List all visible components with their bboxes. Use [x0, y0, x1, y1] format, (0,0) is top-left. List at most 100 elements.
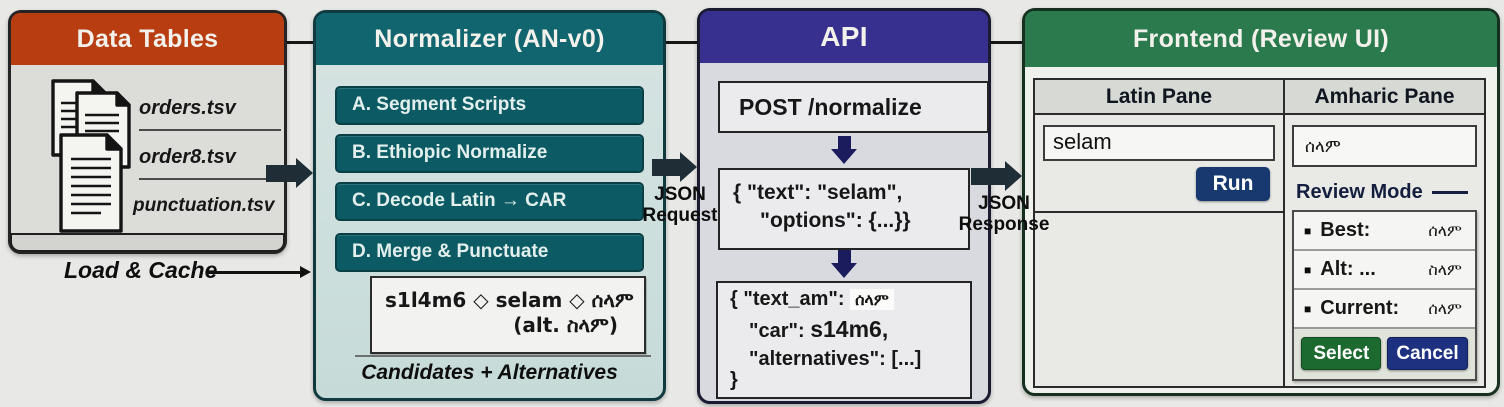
amharic-pane: ሰላም Review Mode ■ Best: ሰላም ■ Alt: ... ስ… [1283, 115, 1484, 386]
file-name: order8.tsv [139, 146, 236, 168]
json-response-label: JSON Response [956, 193, 1052, 236]
arrow-shaft [652, 158, 680, 176]
arrow-head [300, 266, 311, 278]
review-mode-row: Review Mode [1292, 181, 1477, 204]
arrow-head [680, 152, 697, 182]
normalizer-title: Normalizer (AN-v0) [374, 24, 605, 53]
file-name: orders.tsv [139, 97, 236, 119]
review-current-value: ሰላም [1428, 298, 1462, 318]
arrow-head [296, 158, 313, 188]
response-line2-key: "car": [749, 320, 805, 342]
candidates-caption: Candidates + Alternatives [361, 361, 618, 384]
api-response-box: { "text_am": ሰላም "car": s14m6, "alternat… [716, 281, 972, 399]
request-line1: { "text": "selam", [733, 181, 903, 204]
review-row-best[interactable]: ■ Best: ሰላም [1294, 212, 1475, 251]
documents-stack-icon [51, 79, 131, 233]
review-alt-value: ስላም [1428, 259, 1462, 279]
flow-arrow-tables-to-normalizer [266, 158, 313, 188]
arrow-head [831, 149, 857, 164]
header-connector-line [984, 41, 1024, 44]
api-request-box: { "text": "selam", "options": {...}} [718, 168, 970, 250]
amharic-output-field: ሰላም [1292, 125, 1477, 167]
review-current-label: Current: [1320, 297, 1400, 319]
response-line1-value: ሰላም [850, 289, 894, 310]
review-ui-window: Latin Pane Amharic Pane Run ሰላም Review M… [1033, 78, 1486, 388]
step-decode-latin-car: C. Decode Latin → CAR [335, 182, 644, 221]
latin-pane: Run [1035, 115, 1283, 386]
review-best-value: ሰላም [1428, 220, 1462, 240]
header-connector-line [659, 41, 699, 44]
normalizer-steps: A. Segment Scripts B. Ethiopic Normalize… [335, 86, 644, 281]
load-cache-arrow [206, 266, 311, 278]
load-cache-label: Load & Cache [64, 257, 218, 283]
json-request-line1: JSON [654, 184, 706, 205]
cancel-button[interactable]: Cancel [1387, 337, 1468, 370]
response-line2: "car": s14m6, [718, 316, 970, 343]
latin-pane-title: Latin Pane [1105, 84, 1213, 108]
json-response-line1: JSON [978, 193, 1030, 214]
file-name: punctuation.tsv [133, 195, 275, 216]
review-row-alt[interactable]: ■ Alt: ... ስላም [1294, 251, 1475, 290]
amharic-pane-title: Amharic Pane [1314, 84, 1455, 108]
api-panel: API POST /normalize { "text": "selam", "… [697, 8, 991, 404]
json-request-line2: Request [642, 205, 718, 227]
amharic-pane-header: Amharic Pane [1283, 80, 1484, 115]
step-merge-punctuate: D. Merge & Punctuate [335, 233, 644, 272]
review-best-label: Best: [1320, 219, 1371, 241]
arrow-head [831, 263, 857, 278]
candidates-separator [355, 355, 651, 357]
response-line1-key: { "text_am": [730, 288, 845, 310]
arrow-head [1005, 161, 1022, 191]
flow-arrow-api-to-frontend [971, 161, 1022, 191]
latin-input[interactable] [1043, 125, 1275, 161]
select-button[interactable]: Select [1301, 337, 1382, 370]
arrow-shaft [971, 167, 1005, 185]
review-options-box: ■ Best: ሰላም ■ Alt: ... ስላም ■ Current: ሰላ… [1292, 210, 1477, 381]
latin-input-section: Run [1035, 115, 1283, 213]
api-header: API [700, 11, 988, 63]
data-tables-header: Data Tables [11, 13, 284, 65]
data-tables-title: Data Tables [76, 24, 219, 53]
down-arrow [831, 250, 857, 278]
run-button-row: Run [1043, 167, 1270, 201]
frontend-header: Frontend (Review UI) [1025, 11, 1497, 67]
candidates-line2: (alt. ስላም) [513, 313, 618, 337]
arrow-shaft [266, 164, 296, 182]
review-actions: Select Cancel [1294, 327, 1475, 379]
api-endpoint-text: POST /normalize [739, 93, 922, 120]
header-connector-line [279, 41, 315, 44]
review-row-current[interactable]: ■ Current: ሰላም [1294, 290, 1475, 327]
api-title: API [820, 21, 868, 52]
candidates-line1: s1l4m6 ◇ selam ◇ ሰላም [385, 288, 634, 312]
normalizer-header: Normalizer (AN-v0) [316, 13, 663, 65]
api-endpoint-box: POST /normalize [718, 81, 989, 133]
response-line4: } [730, 369, 738, 391]
arrow-shaft [837, 250, 851, 263]
request-line2: "options": {...}} [760, 209, 911, 232]
data-tables-footer-strip [10, 233, 285, 252]
bullet-icon: ■ [1304, 262, 1312, 277]
file-separator [139, 129, 281, 131]
step-segment-scripts: A. Segment Scripts [335, 86, 644, 125]
frontend-title: Frontend (Review UI) [1132, 24, 1389, 53]
review-mode-title: Review Mode [1296, 181, 1423, 203]
normalizer-panel: Normalizer (AN-v0) A. Segment Scripts B.… [313, 10, 666, 401]
arrow-shaft [837, 136, 851, 149]
response-line1: { "text_am": ሰላም [718, 288, 970, 311]
data-tables-panel: Data Tables orders.tsv order8.tsv punctu… [8, 10, 287, 254]
step-ethiopic-normalize: B. Ethiopic Normalize [335, 134, 644, 173]
file-list: orders.tsv order8.tsv punctuation.tsv [133, 97, 281, 217]
response-line3: "alternatives": [...] [749, 348, 922, 370]
json-request-label: JSON Request [634, 184, 726, 227]
candidates-box: s1l4m6 ◇ selam ◇ ሰላም (alt. ስላም) [370, 276, 646, 354]
response-line2-value: s14m6, [810, 316, 889, 342]
flow-arrow-normalizer-to-api [652, 152, 697, 182]
review-alt-label: Alt: ... [1320, 258, 1376, 280]
bullet-icon: ■ [1304, 301, 1312, 316]
run-button[interactable]: Run [1196, 167, 1270, 201]
frontend-panel: Frontend (Review UI) Latin Pane Amharic … [1022, 8, 1500, 396]
file-separator [139, 178, 281, 180]
down-arrow [831, 136, 857, 164]
bullet-icon: ■ [1304, 223, 1312, 238]
arrow-shaft [206, 270, 300, 274]
